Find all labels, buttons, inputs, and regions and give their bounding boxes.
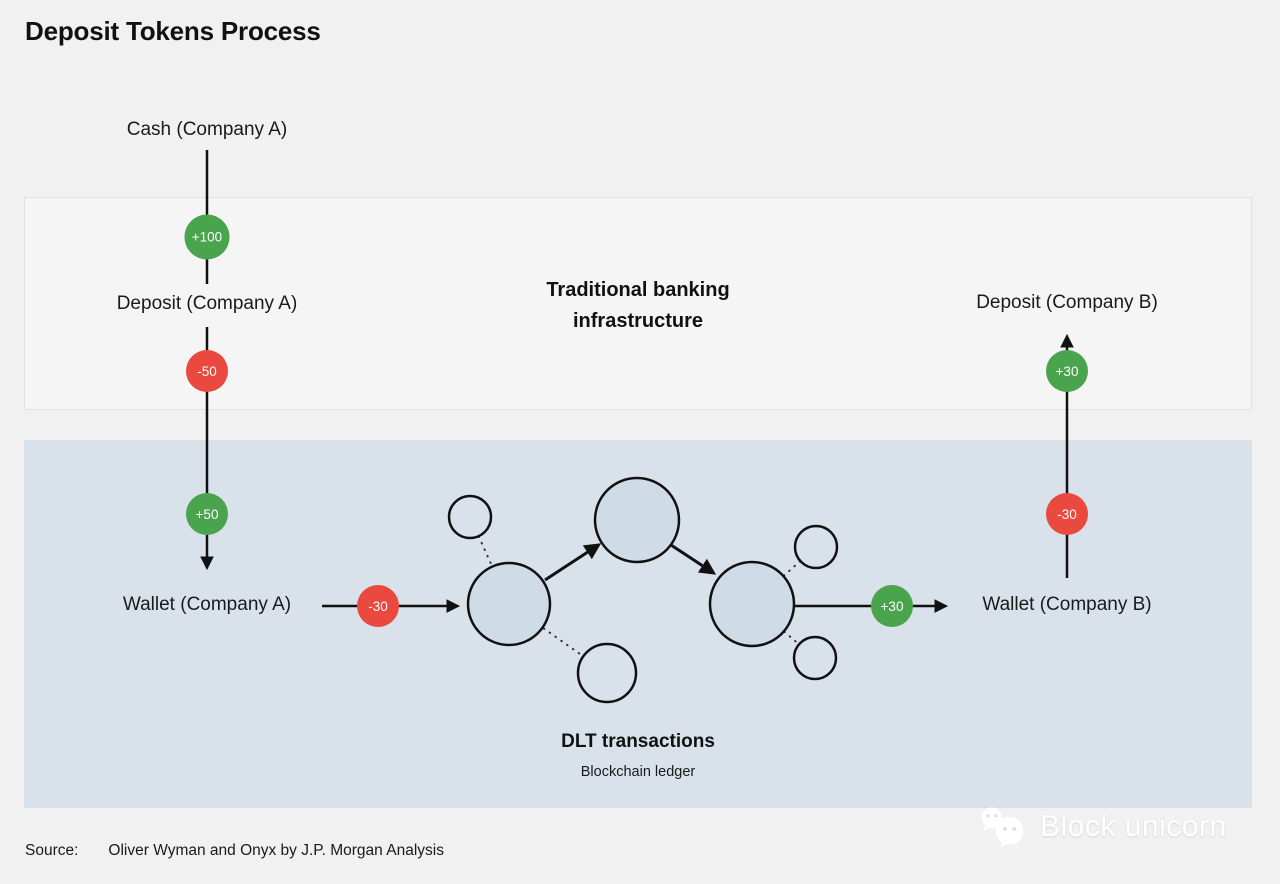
badge-plus-30-wallet-b: +30 bbox=[871, 585, 913, 627]
ledger-hop-arrows bbox=[544, 543, 717, 582]
label-deposit-company-b: Deposit (Company B) bbox=[976, 292, 1158, 313]
watermark: Block unicorn bbox=[976, 803, 1227, 851]
label-deposit-company-a: Deposit (Company A) bbox=[116, 293, 298, 314]
source-row: Source: Oliver Wyman and Onyx by J.P. Mo… bbox=[25, 842, 444, 860]
ledger-node-main-1 bbox=[466, 561, 552, 647]
badge-minus-30-wallet-a: -30 bbox=[357, 585, 399, 627]
label-wallet-company-a: Wallet (Company A) bbox=[122, 594, 292, 615]
badge-plus-30-deposit-b: +30 bbox=[1046, 350, 1088, 392]
ledger-node-main-3 bbox=[708, 560, 796, 648]
chat-bubbles-icon bbox=[981, 807, 1024, 848]
source-label: Source: bbox=[25, 842, 79, 859]
label-wallet-company-b: Wallet (Company B) bbox=[982, 594, 1152, 615]
label-cash-company-a: Cash (Company A) bbox=[126, 119, 288, 140]
badge-plus-100: +100 bbox=[184, 214, 230, 260]
ledger-node-peer-2 bbox=[576, 642, 638, 704]
badge-minus-30-deposit-b: -30 bbox=[1046, 493, 1088, 535]
watermark-text: Block unicorn bbox=[1040, 810, 1227, 843]
badge-plus-50: +50 bbox=[186, 493, 228, 535]
traditional-banking-title: Traditional banking infrastructure bbox=[546, 279, 730, 332]
ledger-nodes bbox=[447, 476, 839, 704]
ledger-node-peer-3 bbox=[793, 524, 839, 570]
page-title: Deposit Tokens Process bbox=[25, 16, 321, 46]
ledger-node-main-2 bbox=[593, 476, 681, 564]
blockchain-ledger-subtitle: Blockchain ledger bbox=[580, 764, 696, 780]
dlt-transactions-title: DLT transactions bbox=[561, 731, 715, 752]
source-text: Oliver Wyman and Onyx by J.P. Morgan Ana… bbox=[108, 842, 444, 859]
badge-minus-50: -50 bbox=[186, 350, 228, 392]
ledger-node-peer-1 bbox=[447, 494, 493, 540]
ledger-node-peer-4 bbox=[792, 635, 838, 681]
